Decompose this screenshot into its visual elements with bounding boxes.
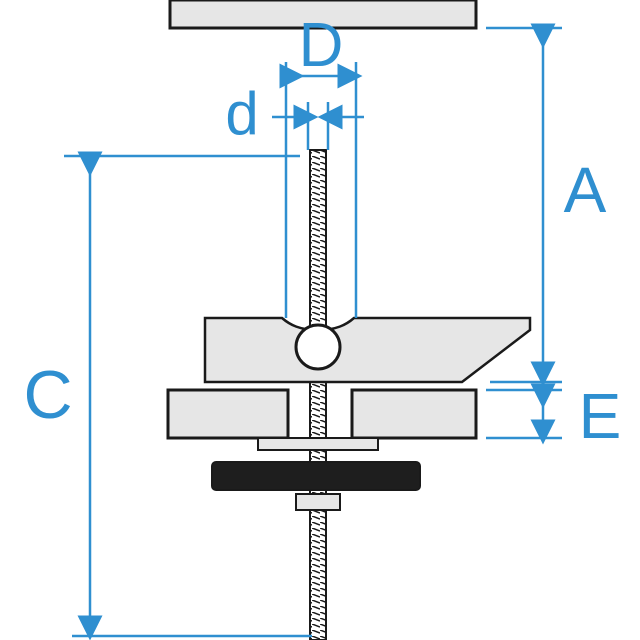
metal-washer bbox=[257, 437, 379, 451]
wall-board-left bbox=[166, 388, 290, 440]
label-d: d bbox=[225, 80, 258, 147]
wall-board-right bbox=[350, 388, 478, 440]
label-C: C bbox=[23, 357, 72, 433]
rubber-washer bbox=[211, 461, 421, 491]
dimension-C bbox=[64, 151, 312, 640]
top-plate bbox=[168, 0, 478, 30]
toggle-wing bbox=[203, 316, 532, 384]
threaded-rod bbox=[309, 149, 327, 640]
dimension-D bbox=[279, 62, 363, 318]
label-E: E bbox=[579, 380, 622, 452]
nut bbox=[295, 493, 341, 511]
label-D: D bbox=[299, 11, 344, 80]
wing-pivot-pin bbox=[294, 323, 342, 371]
dimension-A bbox=[486, 23, 562, 387]
label-A: A bbox=[564, 154, 607, 226]
dimension-d bbox=[272, 102, 364, 150]
dimension-E bbox=[486, 383, 562, 445]
